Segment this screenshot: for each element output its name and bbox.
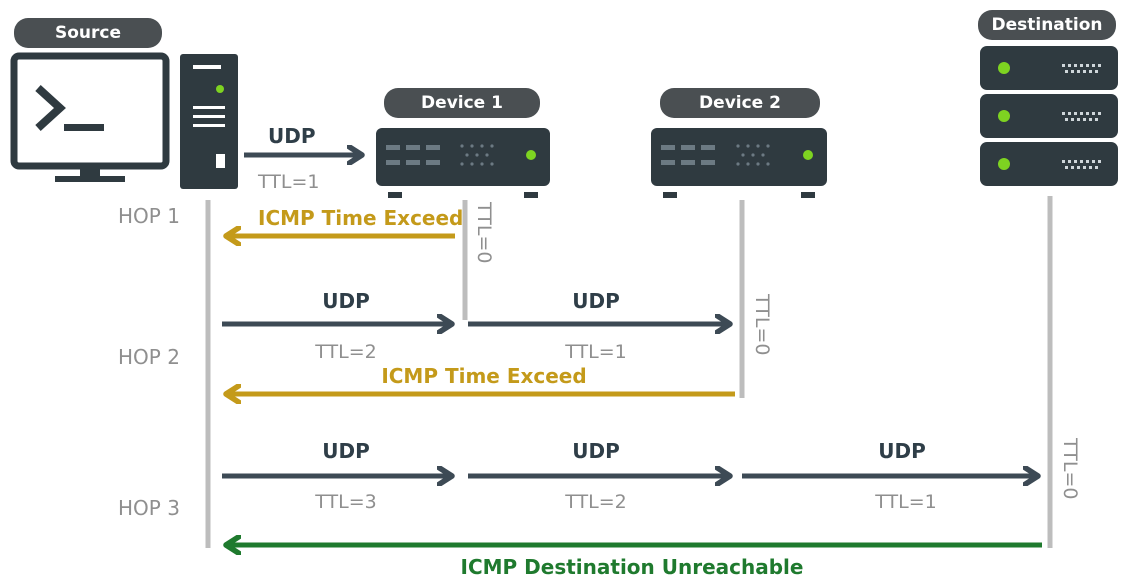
icmp-time-exceed-label: ICMP Time Exceed <box>381 364 586 388</box>
ttl-label: TTL=1 <box>874 491 936 513</box>
server-rack-icon <box>980 46 1118 186</box>
ttl-label: TTL=2 <box>314 341 376 363</box>
udp-label: UDP <box>878 439 926 463</box>
ttl-label: TTL=3 <box>314 491 376 513</box>
icmp-unreachable-label: ICMP Destination Unreachable <box>461 555 804 579</box>
ttl-zero-label: TTL=0 <box>751 293 773 355</box>
device1-label: Device 1 <box>384 88 540 118</box>
hop-label: HOP 2 <box>118 345 180 369</box>
hop-label: HOP 3 <box>118 496 180 520</box>
destination-label: Destination <box>978 10 1116 40</box>
terminal-monitor-icon <box>10 52 170 182</box>
ttl-zero-label: TTL=0 <box>473 201 495 263</box>
udp-label: UDP <box>572 439 620 463</box>
icmp-time-exceed-label: ICMP Time Exceed <box>258 206 463 230</box>
udp-label: UDP <box>572 289 620 313</box>
ttl-label: TTL=1 <box>257 171 319 193</box>
router-icon <box>376 128 550 198</box>
device2-label: Device 2 <box>660 88 820 118</box>
ttl-zero-label: TTL=0 <box>1059 437 1081 499</box>
router-icon <box>651 128 827 198</box>
ttl-label: TTL=1 <box>564 341 626 363</box>
ttl-label: TTL=2 <box>564 491 626 513</box>
tower-server-icon <box>180 54 238 189</box>
udp-label: UDP <box>268 124 316 148</box>
udp-label: UDP <box>322 289 370 313</box>
source-label: Source <box>14 18 162 48</box>
hop-label: HOP 1 <box>118 204 180 228</box>
udp-label: UDP <box>322 439 370 463</box>
